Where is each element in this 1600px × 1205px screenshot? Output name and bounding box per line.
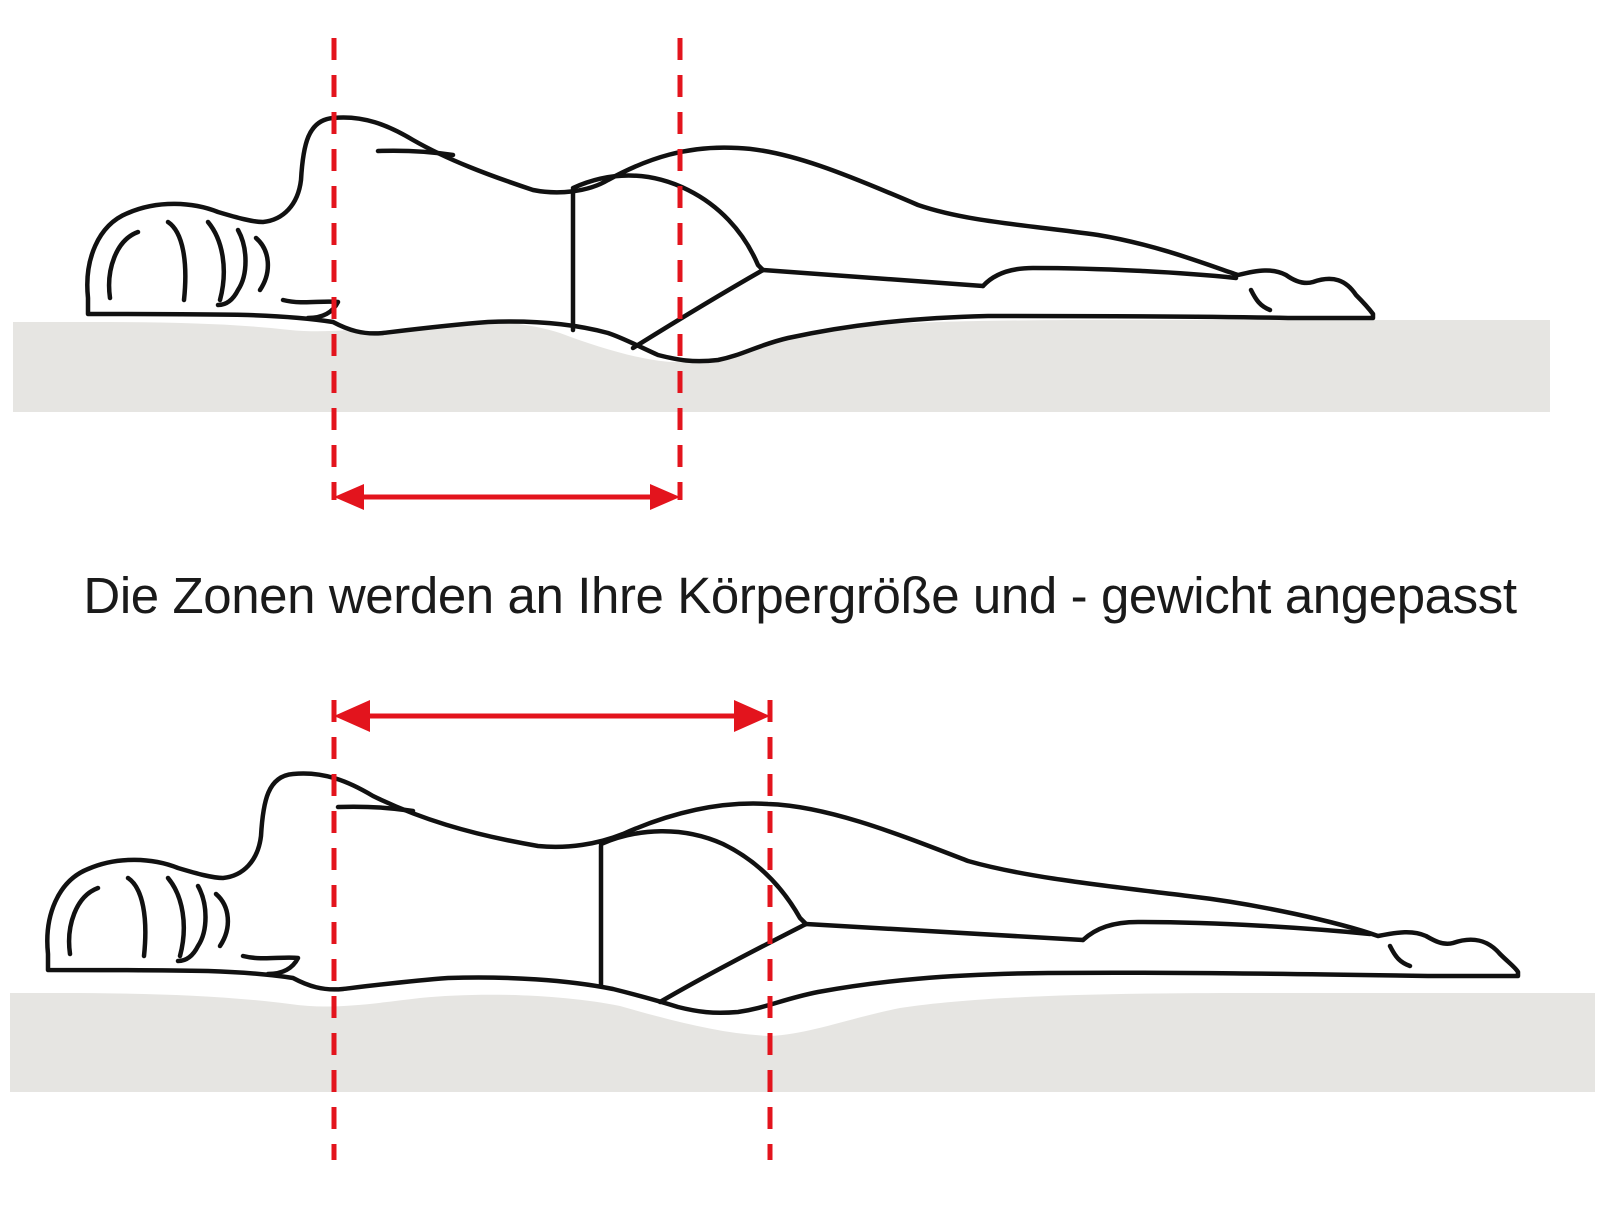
mattress-top: [13, 320, 1550, 412]
mattress-bottom: [10, 993, 1595, 1092]
bottom-panel: [10, 700, 1595, 1160]
sleeper-figure-bottom: [47, 773, 1518, 1012]
top-panel: [13, 38, 1550, 510]
zone-width-arrow-bottom: [334, 700, 770, 732]
arrowhead-left-icon: [334, 484, 364, 510]
zone-width-arrow-top: [334, 484, 680, 510]
arrowhead-right-icon: [734, 700, 770, 732]
arrowhead-right-icon: [650, 484, 680, 510]
arrowhead-left-icon: [334, 700, 370, 732]
diagram-caption: Die Zonen werden an Ihre Körpergröße und…: [83, 567, 1517, 624]
